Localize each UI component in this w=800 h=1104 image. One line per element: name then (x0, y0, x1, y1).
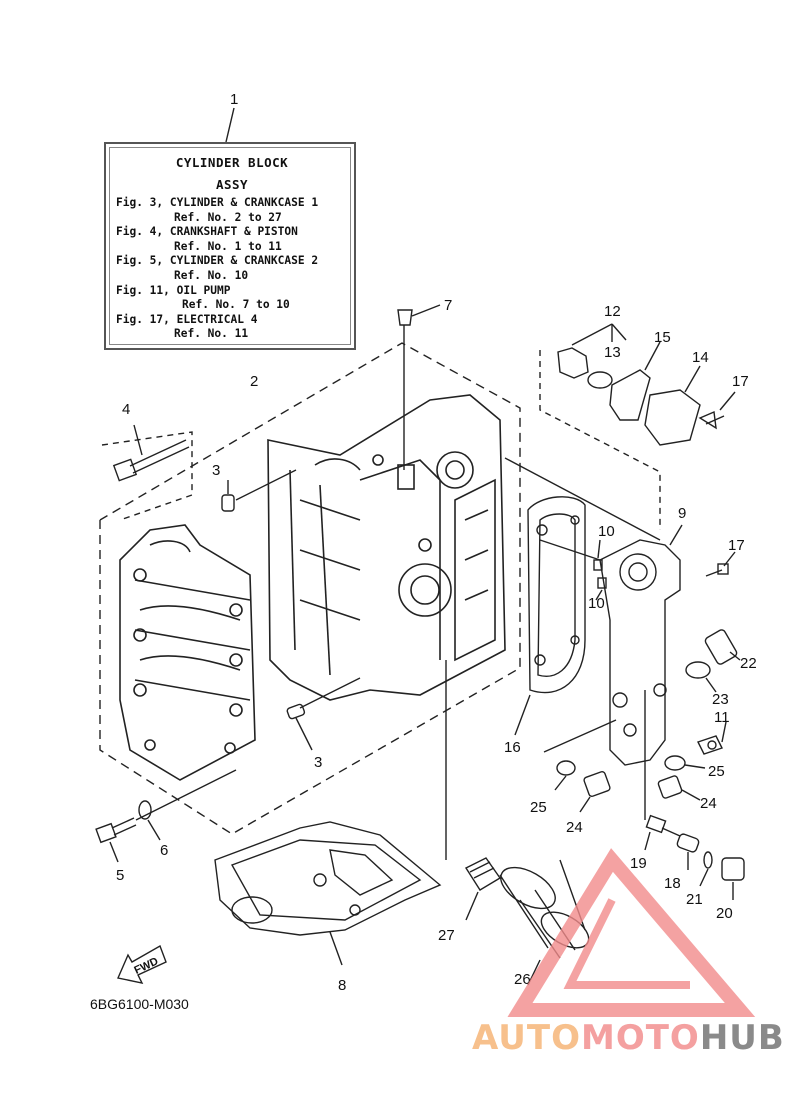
dowel-10 (593, 539, 607, 601)
callout-15: 15 (654, 329, 671, 346)
watermark-logo-icon (507, 848, 756, 1017)
legend-line: Ref. No. 11 (174, 327, 249, 341)
callout-24a: 24 (700, 795, 717, 812)
plug-7 (397, 304, 441, 470)
brand-part-auto: AUTO (472, 1018, 581, 1058)
callout-21: 21 (686, 891, 703, 908)
fitting-11 (697, 721, 727, 755)
group-outline-2 (99, 342, 521, 835)
dowel-pin-lower (286, 677, 361, 751)
bolt-17 (705, 551, 736, 577)
callout-2: 2 (250, 373, 258, 390)
bolt-4 (112, 424, 190, 482)
fwd-arrow-icon (117, 944, 167, 984)
callout-13: 13 (604, 344, 621, 361)
legend-line: Fig. 17, ELECTRICAL 4 (116, 312, 258, 326)
legend-subtitle: ASSY (215, 177, 249, 192)
washer-6 (138, 800, 161, 841)
legend-line: Ref. No. 2 to 27 (174, 210, 282, 224)
callout-14: 14 (692, 349, 709, 366)
callout-10a: 10 (598, 523, 615, 540)
callout-16: 16 (504, 739, 521, 756)
union-27 (464, 857, 502, 921)
callout-17a: 17 (732, 373, 749, 390)
cylinder-block (267, 394, 506, 701)
legend-line: Ref. No. 7 to 10 (182, 298, 290, 312)
gasket-16 (514, 496, 601, 736)
washer-25 (543, 719, 706, 791)
callout-18: 18 (664, 875, 681, 892)
legend-line: Ref. No. 1 to 11 (174, 239, 282, 253)
callout-10b: 10 (588, 595, 605, 612)
callout-19: 19 (630, 855, 647, 872)
plug-22 (704, 629, 741, 665)
watermark-brand: AUTOMOTOHUB (472, 1018, 785, 1058)
legend-line: Fig. 4, CRANKSHAFT & PISTON (116, 225, 298, 239)
callout-25a: 25 (708, 763, 725, 780)
legend-title: CYLINDER BLOCK (175, 155, 289, 170)
callout-24b: 24 (566, 819, 583, 836)
crankcase-half (119, 524, 256, 781)
parts-18-21 (644, 690, 745, 900)
legend-line: Fig. 11, OIL PUMP (116, 283, 231, 297)
callout-8: 8 (338, 977, 346, 994)
callout-22: 22 (740, 655, 757, 672)
callout-4: 4 (122, 401, 130, 418)
bolt-5 (95, 769, 237, 863)
callout-1: 1 (230, 91, 238, 108)
callout-9: 9 (678, 505, 686, 522)
brand-part-moto: MOTO (580, 1018, 700, 1058)
legend-line: Fig. 3, CYLINDER & CRANKCASE 1 (116, 196, 319, 209)
reference-legend-box: CYLINDER BLOCK ASSY Fig. 3, CYLINDER & C… (104, 142, 356, 350)
callout-3a: 3 (212, 462, 220, 479)
callout-23: 23 (712, 691, 729, 708)
callout-20: 20 (716, 905, 733, 922)
callout-25b: 25 (530, 799, 547, 816)
callout-7: 7 (444, 297, 452, 314)
legend-line: Fig. 5, CYLINDER & CRANKCASE 2 (116, 254, 319, 268)
legend-line: Ref. No. 10 (174, 268, 249, 282)
callout-12: 12 (604, 303, 621, 320)
callout-26: 26 (514, 971, 531, 988)
callout-3b: 3 (314, 754, 322, 771)
plug-24 (579, 770, 701, 813)
parts-12-15 (557, 323, 736, 446)
callout-6: 6 (160, 842, 168, 859)
o-ring-23 (685, 661, 717, 693)
cover-9 (504, 457, 683, 766)
gasket-8 (214, 821, 442, 966)
callout-5: 5 (116, 867, 124, 884)
brand-part-hub: HUB (699, 1018, 785, 1058)
callout-27: 27 (438, 927, 455, 944)
callout-11: 11 (714, 709, 730, 726)
callout-17b: 17 (728, 537, 745, 554)
diagram-code: 6BG6100-M030 (90, 996, 189, 1012)
dowel-pin-upper (221, 469, 297, 512)
